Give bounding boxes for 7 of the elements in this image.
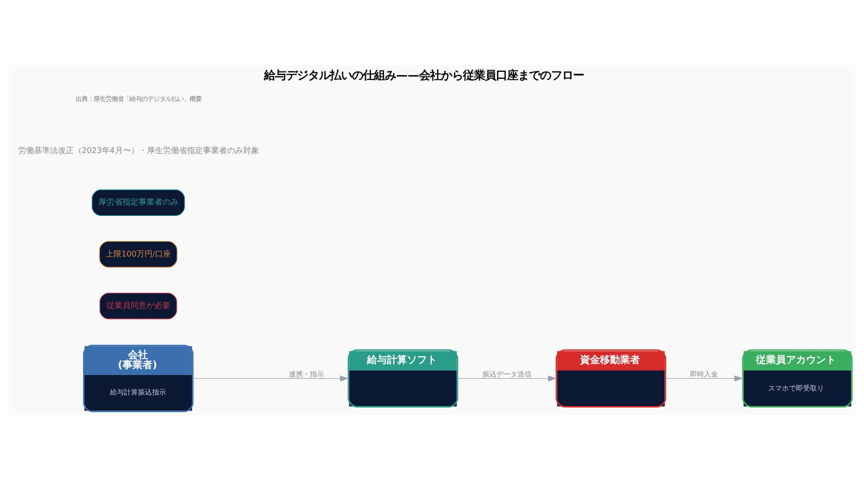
edge-label: 即時入金 xyxy=(690,369,718,378)
arrow xyxy=(666,375,744,382)
diagram-title: 給与デジタル払いの仕組み——会社から従業員口座までのフロー xyxy=(264,68,584,82)
arrow xyxy=(458,375,557,382)
edge-label: 振込データ送信 xyxy=(482,369,532,378)
edge-label: 連携・指示 xyxy=(288,369,324,378)
arrow xyxy=(193,375,349,382)
